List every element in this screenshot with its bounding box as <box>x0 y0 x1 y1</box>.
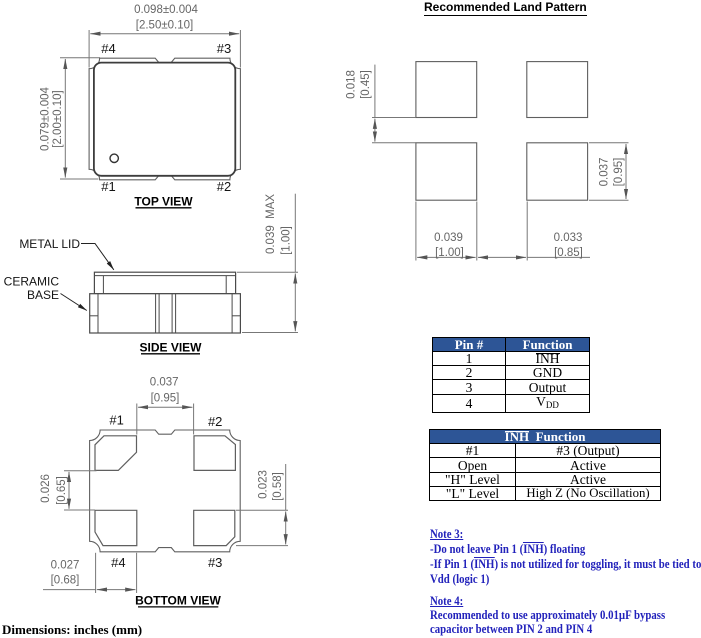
svg-text:[2.00±0.10]: [2.00±0.10] <box>52 90 64 147</box>
svg-text:[0.95]: [0.95] <box>613 158 625 187</box>
svg-text:#1: #1 <box>101 179 115 194</box>
svg-text:[0.68]: [0.68] <box>51 575 80 587</box>
svg-text:0.079±0.004: 0.079±0.004 <box>40 86 52 150</box>
svg-text:TOP VIEW: TOP VIEW <box>134 195 193 209</box>
svg-text:[0.58]: [0.58] <box>272 472 284 501</box>
svg-text:0.037: 0.037 <box>599 158 611 187</box>
svg-text:[0.85]: [0.85] <box>554 247 583 259</box>
svg-text:BASE: BASE <box>27 288 59 302</box>
svg-text:[0.45]: [0.45] <box>360 70 372 99</box>
svg-text:0.018: 0.018 <box>346 70 358 99</box>
svg-text:#2: #2 <box>217 179 231 194</box>
svg-text:[1.00]: [1.00] <box>281 226 293 255</box>
svg-text:0.033: 0.033 <box>554 232 583 244</box>
svg-text:0.039: 0.039 <box>434 232 463 244</box>
svg-text:METAL LID: METAL LID <box>19 237 80 251</box>
svg-text:[0.95]: [0.95] <box>151 393 180 405</box>
svg-text:#3: #3 <box>217 41 231 56</box>
svg-text:0.023: 0.023 <box>258 470 270 499</box>
svg-text:0.037: 0.037 <box>150 377 179 389</box>
svg-text:0.027: 0.027 <box>51 560 80 572</box>
svg-text:#4: #4 <box>111 555 125 570</box>
svg-text:#3: #3 <box>208 555 222 570</box>
svg-text:#1: #1 <box>109 413 123 428</box>
svg-text:#2: #2 <box>208 414 222 429</box>
svg-text:BOTTOM VIEW: BOTTOM VIEW <box>135 594 221 608</box>
svg-text:SIDE VIEW: SIDE VIEW <box>139 341 202 355</box>
svg-text:[1.00]: [1.00] <box>435 247 464 259</box>
svg-text:0.039 MAX: 0.039 MAX <box>265 194 277 254</box>
svg-text:[0.65]: [0.65] <box>56 476 68 505</box>
svg-text:#4: #4 <box>101 41 115 56</box>
svg-text:[2.50±0.10]: [2.50±0.10] <box>136 20 193 32</box>
svg-text:0.026: 0.026 <box>40 474 52 503</box>
svg-text:CERAMIC: CERAMIC <box>4 275 60 289</box>
svg-text:0.098±0.004: 0.098±0.004 <box>134 4 198 16</box>
